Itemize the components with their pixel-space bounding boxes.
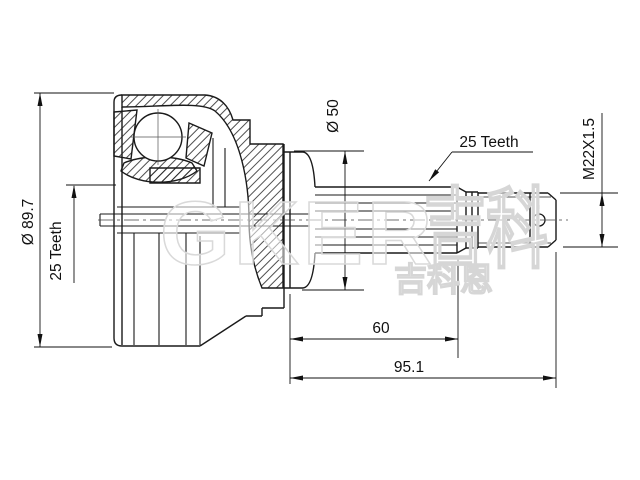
dim-inner-race-teeth-label: 25 Teeth: [48, 221, 65, 280]
watermark-cjk-large-text: 吉科: [424, 178, 548, 281]
dim-shaft-spline-teeth-label: 25 Teeth: [459, 134, 518, 151]
dim-boot-seat-diameter-label: Ø 50: [325, 99, 342, 133]
dim-outer-diameter-label: Ø 89.7: [20, 199, 37, 246]
thread-minor-lines: [478, 196, 551, 244]
cage-wedge-left-hatch: [113, 109, 138, 160]
dimension-arrowheads: [37, 93, 605, 381]
watermark-cjk-small-text: 吉科恩: [394, 260, 493, 299]
watermark-brand-text: GKER: [160, 184, 436, 284]
dim-total-length-label: 95.1: [394, 359, 424, 376]
dim-spline-length-label: 60: [372, 320, 390, 337]
cage-wedge-right-hatch: [185, 121, 213, 167]
watermark: GKER 吉科 吉科恩: [159, 177, 548, 300]
dim-thread-spec-label: M22X1.5: [581, 118, 598, 180]
ball-center-mark: [130, 109, 186, 165]
spline-lines: [315, 194, 457, 246]
dimension-lines: [34, 92, 618, 388]
inner-race-hub-hatch: [149, 167, 201, 184]
bearing-ball: [130, 109, 186, 165]
